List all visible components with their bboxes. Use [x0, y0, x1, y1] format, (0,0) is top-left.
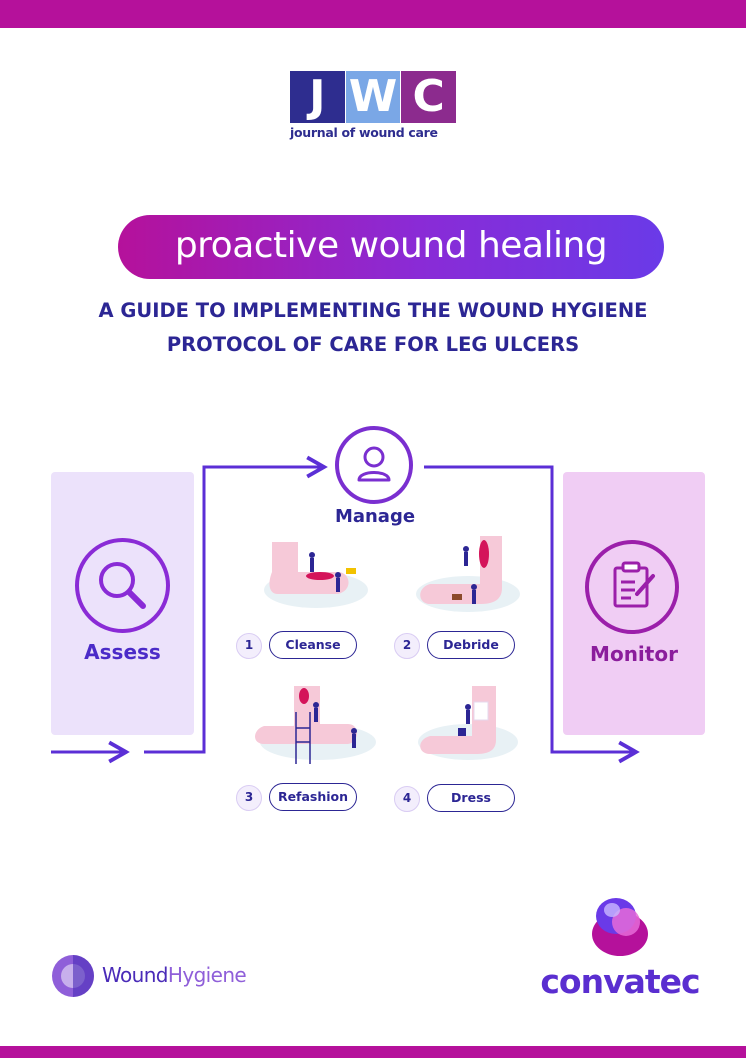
top-color-bar — [0, 0, 746, 28]
clipboard-icon — [613, 561, 655, 608]
assess-circle — [75, 538, 170, 633]
manage-circle — [335, 426, 413, 504]
manage-label: Manage — [334, 506, 416, 527]
cleanse-illustration — [264, 542, 368, 608]
step-label: Dress — [427, 784, 515, 812]
step-label: Cleanse — [269, 631, 357, 659]
debride-illustration — [416, 536, 520, 612]
refashion-illustration — [255, 686, 376, 764]
arrow-manage-to-monitor — [424, 465, 640, 764]
arrow-assess-to-manage — [144, 455, 328, 754]
step-number: 3 — [236, 785, 262, 811]
step-label: Refashion — [269, 783, 357, 811]
page-title: proactive wound healing — [118, 215, 664, 279]
wound-hygiene-word-1: Wound — [102, 963, 168, 987]
step-debride[interactable]: 2 Debride — [394, 631, 519, 661]
step-dress[interactable]: 4 Dress — [394, 784, 519, 814]
jwc-letter-w: W — [345, 71, 401, 123]
monitor-circle — [585, 540, 679, 634]
wound-hygiene-icon — [52, 955, 94, 997]
assess-label: Assess — [84, 640, 161, 664]
step-cleanse[interactable]: 1 Cleanse — [236, 631, 361, 661]
jwc-subtitle: journal of wound care — [290, 125, 438, 140]
wound-hygiene-logo: WoundHygiene — [50, 953, 280, 1001]
jwc-letter-c: C — [401, 71, 457, 123]
convatec-wordmark: convatec — [540, 962, 700, 1001]
bottom-color-bar — [0, 1046, 746, 1058]
step-label: Debride — [427, 631, 515, 659]
jwc-logo: J W C journal of wound care — [290, 71, 457, 143]
wound-hygiene-word-2: Hygiene — [167, 963, 247, 987]
convatec-symbol-icon — [592, 898, 648, 956]
dress-illustration — [418, 686, 518, 760]
jwc-letter-j: J — [290, 71, 345, 123]
monitor-label: Monitor — [590, 642, 678, 666]
subtitle-line-1: A GUIDE TO IMPLEMENTING THE WOUND HYGIEN… — [98, 299, 648, 322]
step-number: 2 — [394, 633, 420, 659]
page-subtitle: A GUIDE TO IMPLEMENTING THE WOUND HYGIEN… — [20, 294, 726, 362]
step-number: 1 — [236, 633, 262, 659]
step-refashion[interactable]: 3 Refashion — [236, 783, 361, 813]
step-number: 4 — [394, 786, 420, 812]
person-icon — [357, 446, 391, 482]
subtitle-line-2: PROTOCOL OF CARE FOR LEG ULCERS — [166, 333, 580, 356]
magnifier-icon — [99, 562, 146, 609]
